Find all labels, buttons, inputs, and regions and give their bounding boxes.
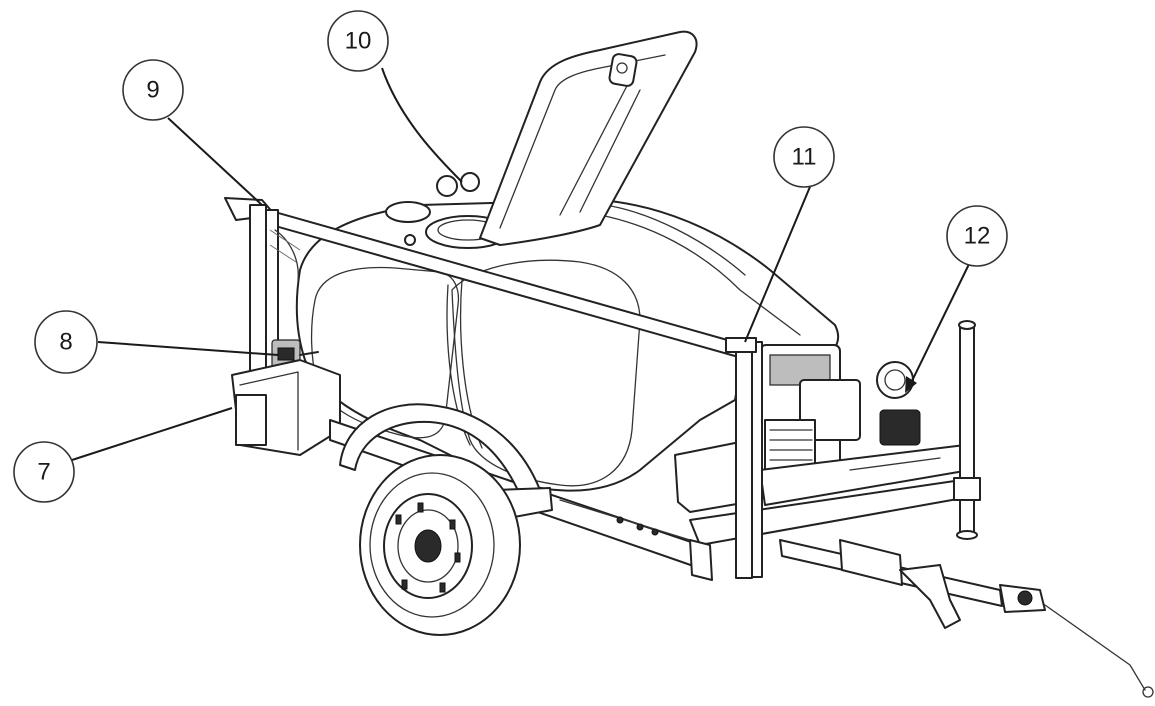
- callout-circle-8: [34, 310, 98, 374]
- callout-11: 11: [773, 126, 835, 188]
- leader-line-10: [381, 67, 463, 183]
- callout-12: 12: [946, 205, 1008, 267]
- callout-circle-12: [946, 205, 1008, 267]
- front-post: [725, 337, 763, 579]
- wheel: [359, 454, 521, 636]
- callout-circle-11: [773, 126, 835, 188]
- leader-line-7: [71, 407, 233, 461]
- callout-circle-9: [122, 59, 184, 121]
- callout-8: 8: [34, 310, 98, 374]
- arrowhead-12: [905, 376, 917, 393]
- rear-bracket: [231, 359, 341, 456]
- callout-label-8: 8: [59, 329, 72, 356]
- callout-label-12: 12: [964, 223, 991, 250]
- leader-line-12: [909, 257, 973, 386]
- callout-9: 9: [122, 59, 184, 121]
- callout-label-10: 10: [345, 28, 372, 55]
- callout-10: 10: [327, 10, 389, 72]
- leader-line-8: [97, 341, 279, 356]
- leader-line-11: [744, 181, 813, 343]
- jack-stand: [953, 320, 981, 540]
- callout-circle-7: [13, 441, 75, 503]
- drawbar: [779, 539, 1154, 698]
- callout-label-11: 11: [792, 144, 817, 171]
- leader-line-9: [167, 117, 263, 206]
- leader-lines: [71, 67, 973, 461]
- callout-label-7: 7: [37, 459, 50, 486]
- callout-circle-10: [327, 10, 389, 72]
- trailer-drawing: [224, 30, 1154, 698]
- tank-lid: [479, 30, 698, 246]
- callout-label-9: 9: [146, 77, 159, 104]
- callout-7: 7: [13, 441, 75, 503]
